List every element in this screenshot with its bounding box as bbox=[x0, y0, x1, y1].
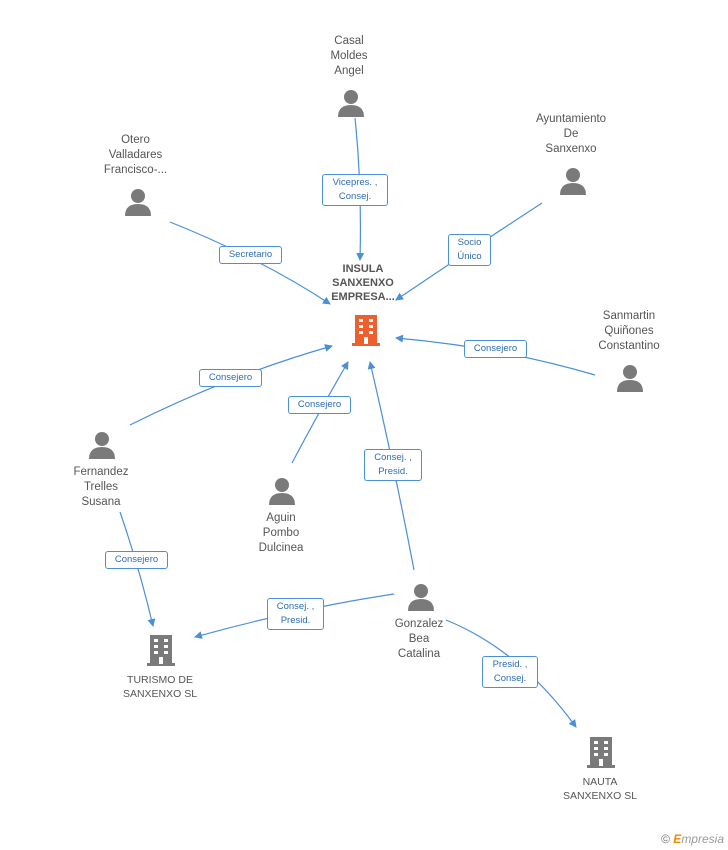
person-name-otero[interactable]: Otero Valladares Francisco-... bbox=[103, 134, 168, 176]
person-name-aguin[interactable]: Aguin Pombo Dulcinea bbox=[258, 512, 304, 554]
role-badge[interactable]: Consejero bbox=[288, 396, 351, 414]
copyright-symbol: © bbox=[661, 832, 670, 846]
empresia-watermark: © Empresia bbox=[661, 832, 724, 846]
focal-building-icon[interactable] bbox=[350, 313, 382, 347]
person-name-ayuntamiento[interactable]: Ayuntamiento De Sanxenxo bbox=[535, 113, 607, 155]
brand-name: mpresia bbox=[681, 832, 724, 846]
person-icon[interactable] bbox=[559, 167, 587, 195]
role-badge[interactable]: Socio Único bbox=[448, 234, 491, 266]
company-building-icon[interactable] bbox=[145, 633, 177, 667]
person-name-casal[interactable]: Casal Moldes Angel bbox=[330, 35, 368, 77]
company-name-turismo[interactable]: TURISMO DE SANXENXO SL bbox=[122, 674, 198, 700]
role-badge[interactable]: Vicepres. , Consej. bbox=[322, 174, 388, 206]
role-badge[interactable]: Consej. , Presid. bbox=[364, 449, 422, 481]
person-icon[interactable] bbox=[88, 431, 116, 459]
person-name-gonzalez[interactable]: Gonzalez Bea Catalina bbox=[394, 618, 444, 660]
person-icon[interactable] bbox=[616, 364, 644, 392]
person-name-fernandez[interactable]: Fernandez Trelles Susana bbox=[73, 466, 129, 508]
role-badge[interactable]: Consejero bbox=[199, 369, 262, 387]
role-badge[interactable]: Consejero bbox=[105, 551, 168, 569]
focal-company-name[interactable]: INSULA SANXENXO EMPRESA... bbox=[331, 263, 395, 303]
person-icon[interactable] bbox=[407, 583, 435, 611]
person-icon[interactable] bbox=[124, 188, 152, 216]
role-badge[interactable]: Presid. , Consej. bbox=[482, 656, 538, 688]
edge-fernandez-turismo bbox=[119, 511, 156, 627]
company-name-nauta[interactable]: NAUTA SANXENXO SL bbox=[562, 776, 638, 802]
role-badge[interactable]: Secretario bbox=[219, 246, 282, 264]
person-icon[interactable] bbox=[337, 89, 365, 117]
role-badge[interactable]: Consej. , Presid. bbox=[267, 598, 324, 630]
person-name-sanmartin[interactable]: Sanmartin Quiñones Constantino bbox=[598, 310, 660, 352]
person-icon[interactable] bbox=[268, 477, 296, 505]
brand-initial: E bbox=[673, 832, 682, 846]
company-building-icon[interactable] bbox=[585, 735, 617, 769]
role-badge[interactable]: Consejero bbox=[464, 340, 527, 358]
